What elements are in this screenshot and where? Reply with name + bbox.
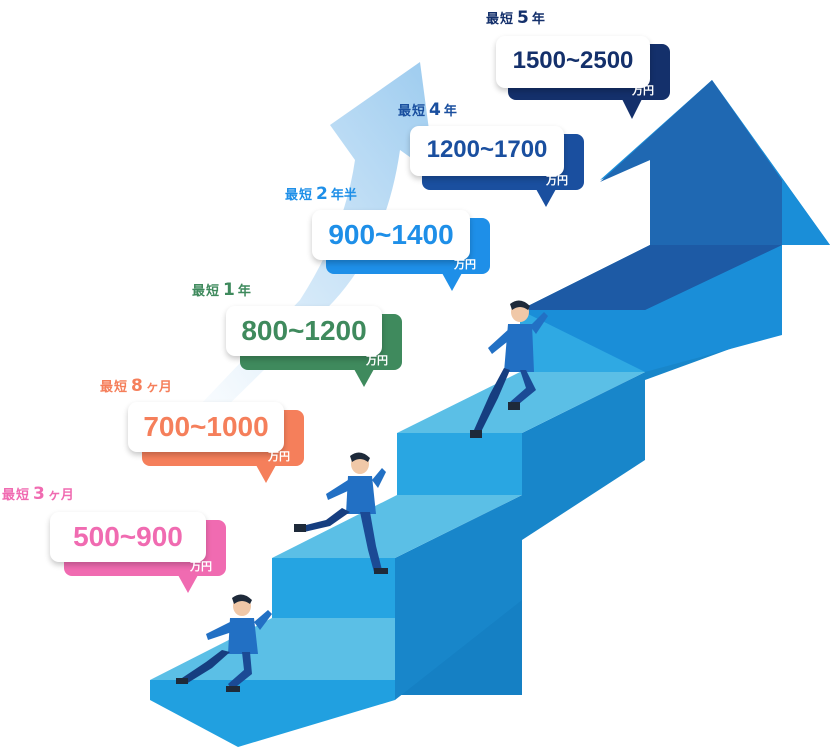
salary-range: 1200~1700: [426, 136, 548, 163]
bubble-tail: [256, 465, 276, 483]
stair-side-2: [395, 495, 522, 700]
stair-side-3: [522, 372, 645, 540]
unit-label: 万円: [268, 450, 290, 463]
unit-label: 万円: [632, 84, 654, 97]
rising-trail-arrow: [140, 62, 435, 472]
salary-range: 500~900: [73, 521, 183, 552]
unit-label: 万円: [366, 354, 388, 367]
bubble-tail: [442, 273, 462, 291]
salary-bubble: 700~1000 万円: [128, 402, 304, 486]
runner-figure: [294, 452, 388, 574]
stair-riser-3: [397, 433, 522, 495]
bubble-card: [410, 126, 564, 176]
bubble-card: [312, 210, 470, 260]
salary-range: 700~1000: [143, 411, 269, 442]
stair-top-3: [397, 372, 645, 433]
stair-riser-2: [272, 558, 395, 618]
stair-top-1: [150, 618, 395, 680]
salary-range: 1500~2500: [512, 47, 634, 74]
stair-front-1: [150, 680, 395, 747]
bubble-tail: [354, 369, 374, 387]
salary-bubble: 800~1200 万円: [226, 306, 402, 390]
runner-figure: [176, 594, 272, 692]
bubble-tail: [178, 575, 198, 593]
salary-range: 800~1200: [241, 315, 367, 346]
stair-top-2: [272, 495, 522, 558]
salary-bubble: 500~900 万円: [50, 512, 226, 596]
unit-label: 万円: [454, 258, 476, 271]
bubble-card: [128, 402, 284, 452]
salary-range: 900~1400: [328, 219, 454, 250]
bubble-tail: [622, 99, 642, 119]
bubble-card: [496, 36, 650, 88]
runner-figure: [470, 300, 548, 438]
unit-label: 万円: [190, 560, 212, 573]
salary-bubble: 1200~1700 万円: [410, 126, 584, 210]
salary-bubble: 900~1400 万円: [312, 210, 490, 294]
growth-arrow: [520, 80, 830, 372]
unit-label: 万円: [546, 174, 568, 187]
bubble-card: [50, 512, 206, 562]
salary-bubble: 1500~2500 万円: [496, 36, 670, 122]
bubble-tail: [536, 189, 556, 207]
bubble-card: [226, 306, 382, 356]
